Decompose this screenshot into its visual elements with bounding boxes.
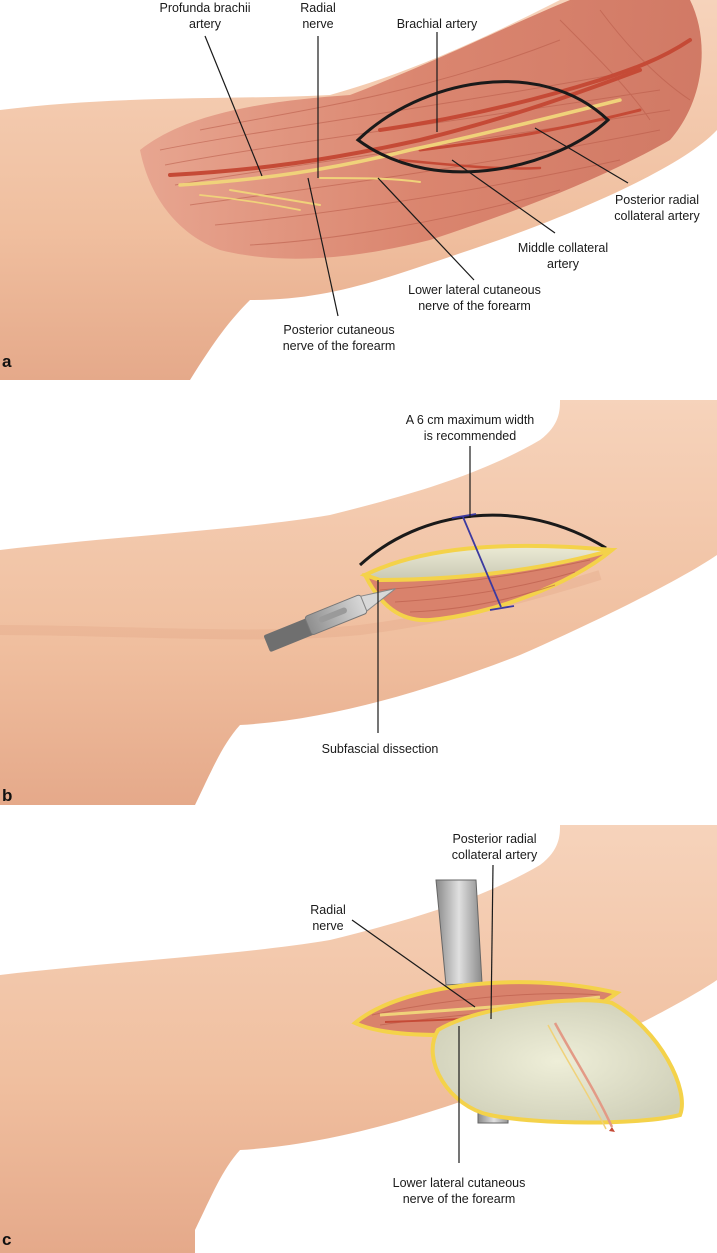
panel-b-illustration: [0, 400, 717, 805]
incision-curve: [358, 513, 607, 567]
panel-c: Posterior radial collateral artery Radia…: [0, 825, 717, 1253]
skin-flap: [359, 543, 613, 583]
label-radial-nerve: Radial nerve: [300, 1, 336, 31]
label-subfascial-dissection: Subfascial dissection: [321, 742, 439, 756]
elevated-flap: [430, 998, 684, 1125]
panel-letter-c: c: [2, 1230, 12, 1249]
label-posterior-radial-collateral-artery: Posterior radial collateral artery: [451, 832, 538, 862]
brachial-artery: [378, 38, 692, 132]
label-lower-lateral-cutaneous-nerve: Lower lateral cutaneous nerve of the for…: [408, 283, 541, 313]
muscle-area: [140, 0, 702, 259]
arm-skin: [0, 825, 717, 1253]
label-posterior-radial-collateral-artery: Posterior radial collateral artery: [614, 193, 700, 223]
radial-nerve: [178, 98, 622, 187]
panel-letter-a: a: [2, 352, 12, 371]
panel-b: A 6 cm maximum width is recommended Subf…: [0, 400, 717, 805]
label-profunda-brachii-artery: Profunda brachii artery: [159, 1, 251, 31]
posterior-radial-collateral-artery: [418, 108, 642, 152]
panel-a-illustration: [0, 0, 717, 380]
label-width-recommendation: A 6 cm maximum width is recommended: [405, 413, 535, 443]
label-posterior-cutaneous-nerve: Posterior cutaneous nerve of the forearm: [282, 323, 396, 353]
panel-c-illustration: [0, 825, 717, 1253]
label-brachial-artery: Brachial artery: [396, 17, 478, 31]
label-lower-lateral-cutaneous-nerve: Lower lateral cutaneous nerve of the for…: [392, 1176, 526, 1206]
panel-a: Profunda brachii artery Radial nerve Bra…: [0, 0, 717, 380]
posterior-cutaneous-nerve: [229, 189, 321, 206]
lower-lateral-cutaneous-nerve: [319, 177, 421, 183]
panel-letter-b: b: [2, 786, 13, 805]
label-radial-nerve: Radial nerve: [310, 903, 346, 933]
middle-collateral-artery: [398, 158, 542, 170]
incision-outline: [355, 80, 611, 174]
label-middle-collateral-artery: Middle collateral artery: [517, 241, 609, 271]
